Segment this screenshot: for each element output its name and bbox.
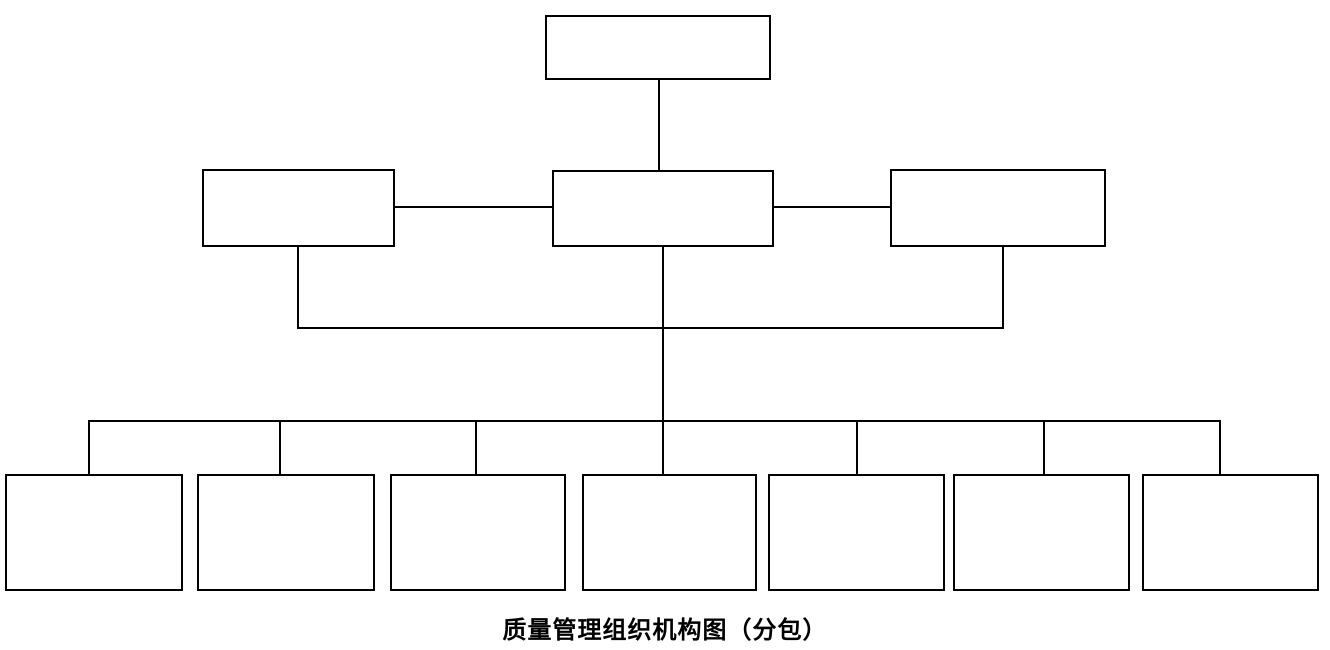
connector-row2-bus-line <box>297 327 1004 329</box>
org-node-bottom-5 <box>768 474 945 591</box>
org-node-bottom-3 <box>390 474 566 591</box>
org-node-bottom-6 <box>953 474 1130 591</box>
connector-center-trunk <box>662 247 664 474</box>
org-node-bottom-2 <box>197 474 375 591</box>
org-node-bottom-1 <box>5 474 183 591</box>
org-node-row2-left <box>202 169 395 247</box>
connector-top-to-center <box>658 80 660 170</box>
connector-stub-bottom-5 <box>856 420 858 474</box>
chart-caption: 质量管理组织机构图（分包） <box>502 618 828 644</box>
org-node-top <box>545 15 771 80</box>
connector-row2-right-drop <box>1002 247 1004 329</box>
connector-row2-left-to-center <box>395 206 552 208</box>
connector-stub-bottom-6 <box>1043 420 1045 474</box>
connector-row2-center-to-right <box>774 206 890 208</box>
connector-row2-left-drop <box>297 247 299 329</box>
org-node-row2-right <box>890 169 1106 247</box>
connector-bottom-bus-line <box>88 420 1221 422</box>
org-node-bottom-4 <box>582 474 757 591</box>
connector-stub-bottom-3 <box>475 420 477 474</box>
connector-stub-bottom-7 <box>1219 420 1221 474</box>
org-node-bottom-7 <box>1142 474 1319 591</box>
connector-stub-bottom-2 <box>279 420 281 474</box>
connector-stub-bottom-1 <box>88 420 90 474</box>
org-node-row2-center <box>552 170 774 247</box>
